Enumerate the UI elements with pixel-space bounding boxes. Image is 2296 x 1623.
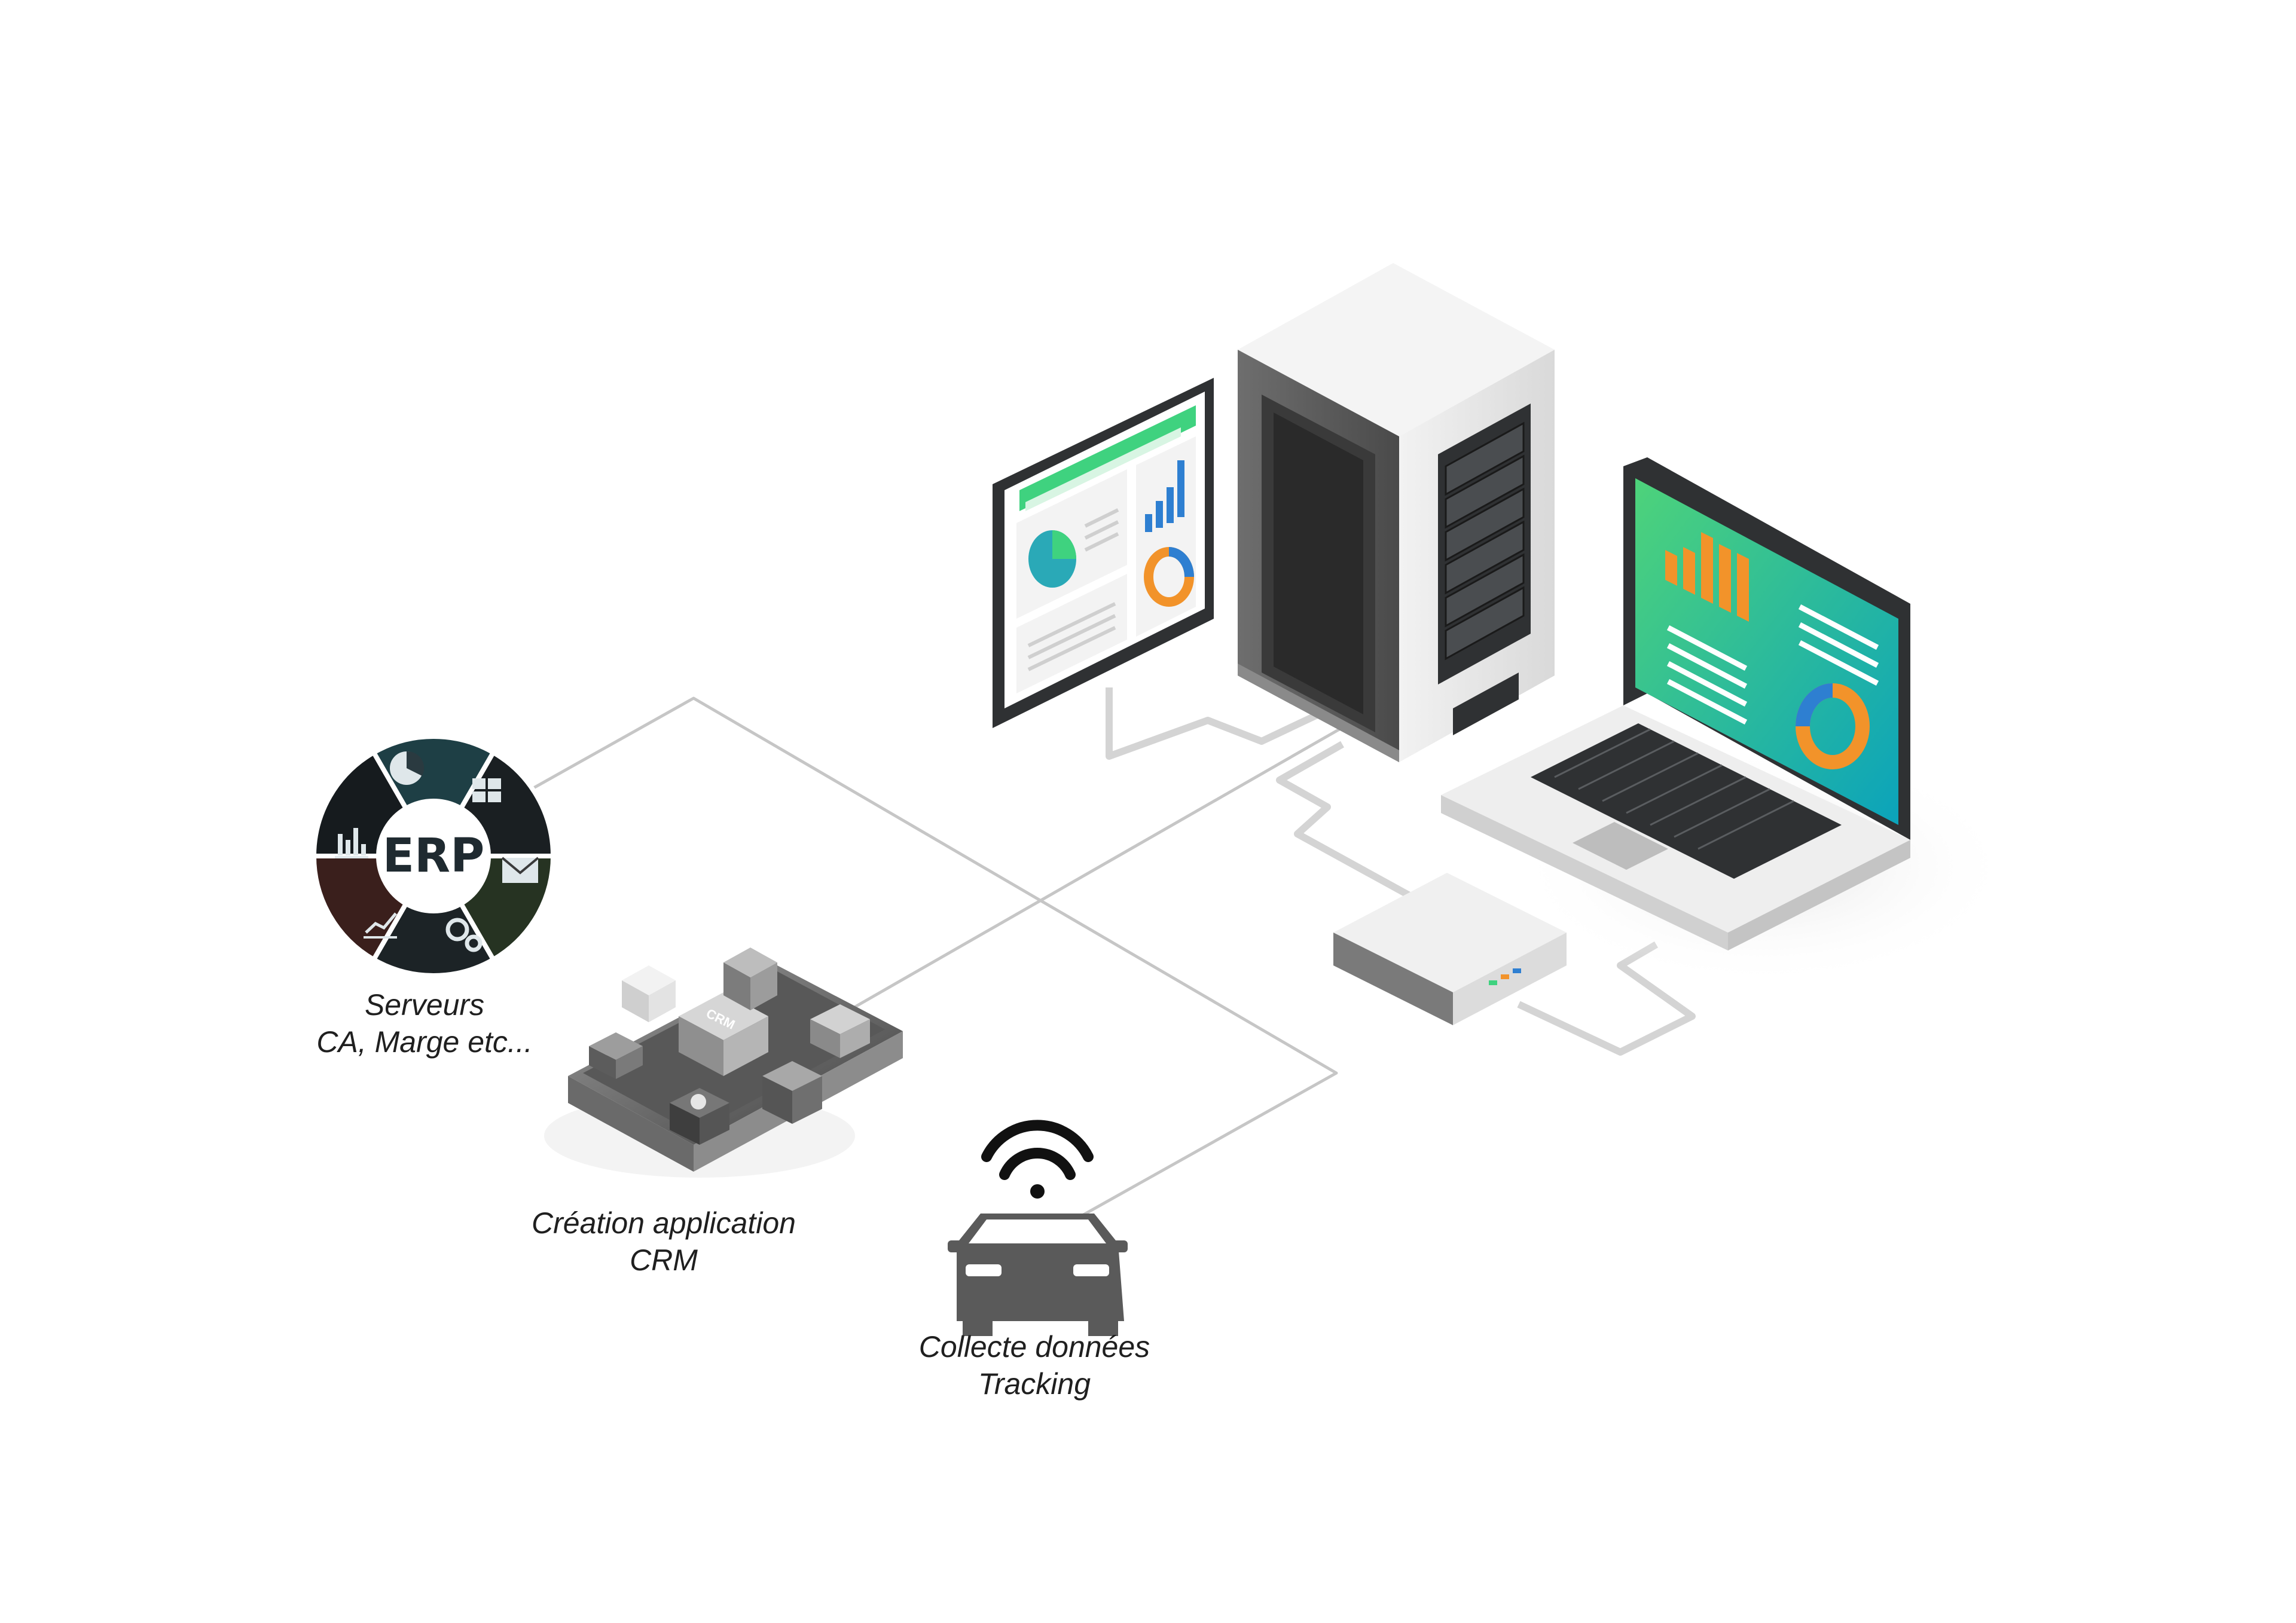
mail-cube (762, 1061, 822, 1124)
mail-icon (501, 857, 539, 883)
connector-erp-to-tracking (525, 696, 1338, 1227)
erp-caption-line2: CA, Marge etc... (316, 1025, 533, 1059)
car-icon (948, 1214, 1128, 1336)
pie-chart-icon (390, 751, 425, 785)
gears-icon (445, 918, 483, 952)
tracking-caption-line2: Tracking (978, 1367, 1091, 1401)
server-tower (1238, 263, 1555, 762)
erp-segments (311, 733, 556, 979)
tracking-caption-line1: Collecte données (918, 1330, 1150, 1364)
keyboard (1531, 723, 1842, 879)
tracking-caption: Collecte données Tracking (861, 1328, 1208, 1402)
erp-label: ERP (383, 829, 485, 883)
wifi-signal-icon (981, 1120, 1094, 1199)
connector-crm-to-server (848, 728, 1341, 1012)
router-leds (1489, 968, 1521, 985)
erp-center (381, 803, 486, 909)
hardware-cluster (993, 263, 2015, 1025)
connector-monitor-to-server (1106, 687, 1320, 760)
laptop-bar-chart (1665, 532, 1749, 622)
crm-caption: Création application CRM (484, 1205, 843, 1279)
touchpad (1573, 822, 1668, 870)
car-tracking (948, 1120, 1128, 1336)
crm-phone: CRM (544, 947, 903, 1178)
dashboard-monitor (993, 378, 1214, 728)
calculator-icon (472, 778, 501, 802)
segment-bar-chart (311, 749, 410, 858)
erp-caption: Serveurs CA, Marge etc... (257, 986, 592, 1060)
network-router (1333, 873, 1567, 1025)
connector-lines (525, 687, 1696, 1227)
connector-server-to-router (1276, 741, 1419, 903)
segment-line-chart (311, 854, 410, 963)
crm-caption-line1: Création application (532, 1206, 796, 1240)
bar-chart-icon (335, 828, 368, 858)
erp-wheel: ERP (311, 733, 556, 979)
crm-caption-line2: CRM (630, 1243, 698, 1277)
rack-units (1438, 404, 1531, 735)
erp-caption-line1: Serveurs (364, 988, 485, 1022)
dollar-cube (670, 1088, 729, 1145)
laptop (1441, 457, 1910, 950)
crm-cube: CRM (679, 992, 768, 1076)
bar-chart-widget (1145, 460, 1184, 532)
line-chart-icon (364, 912, 397, 939)
